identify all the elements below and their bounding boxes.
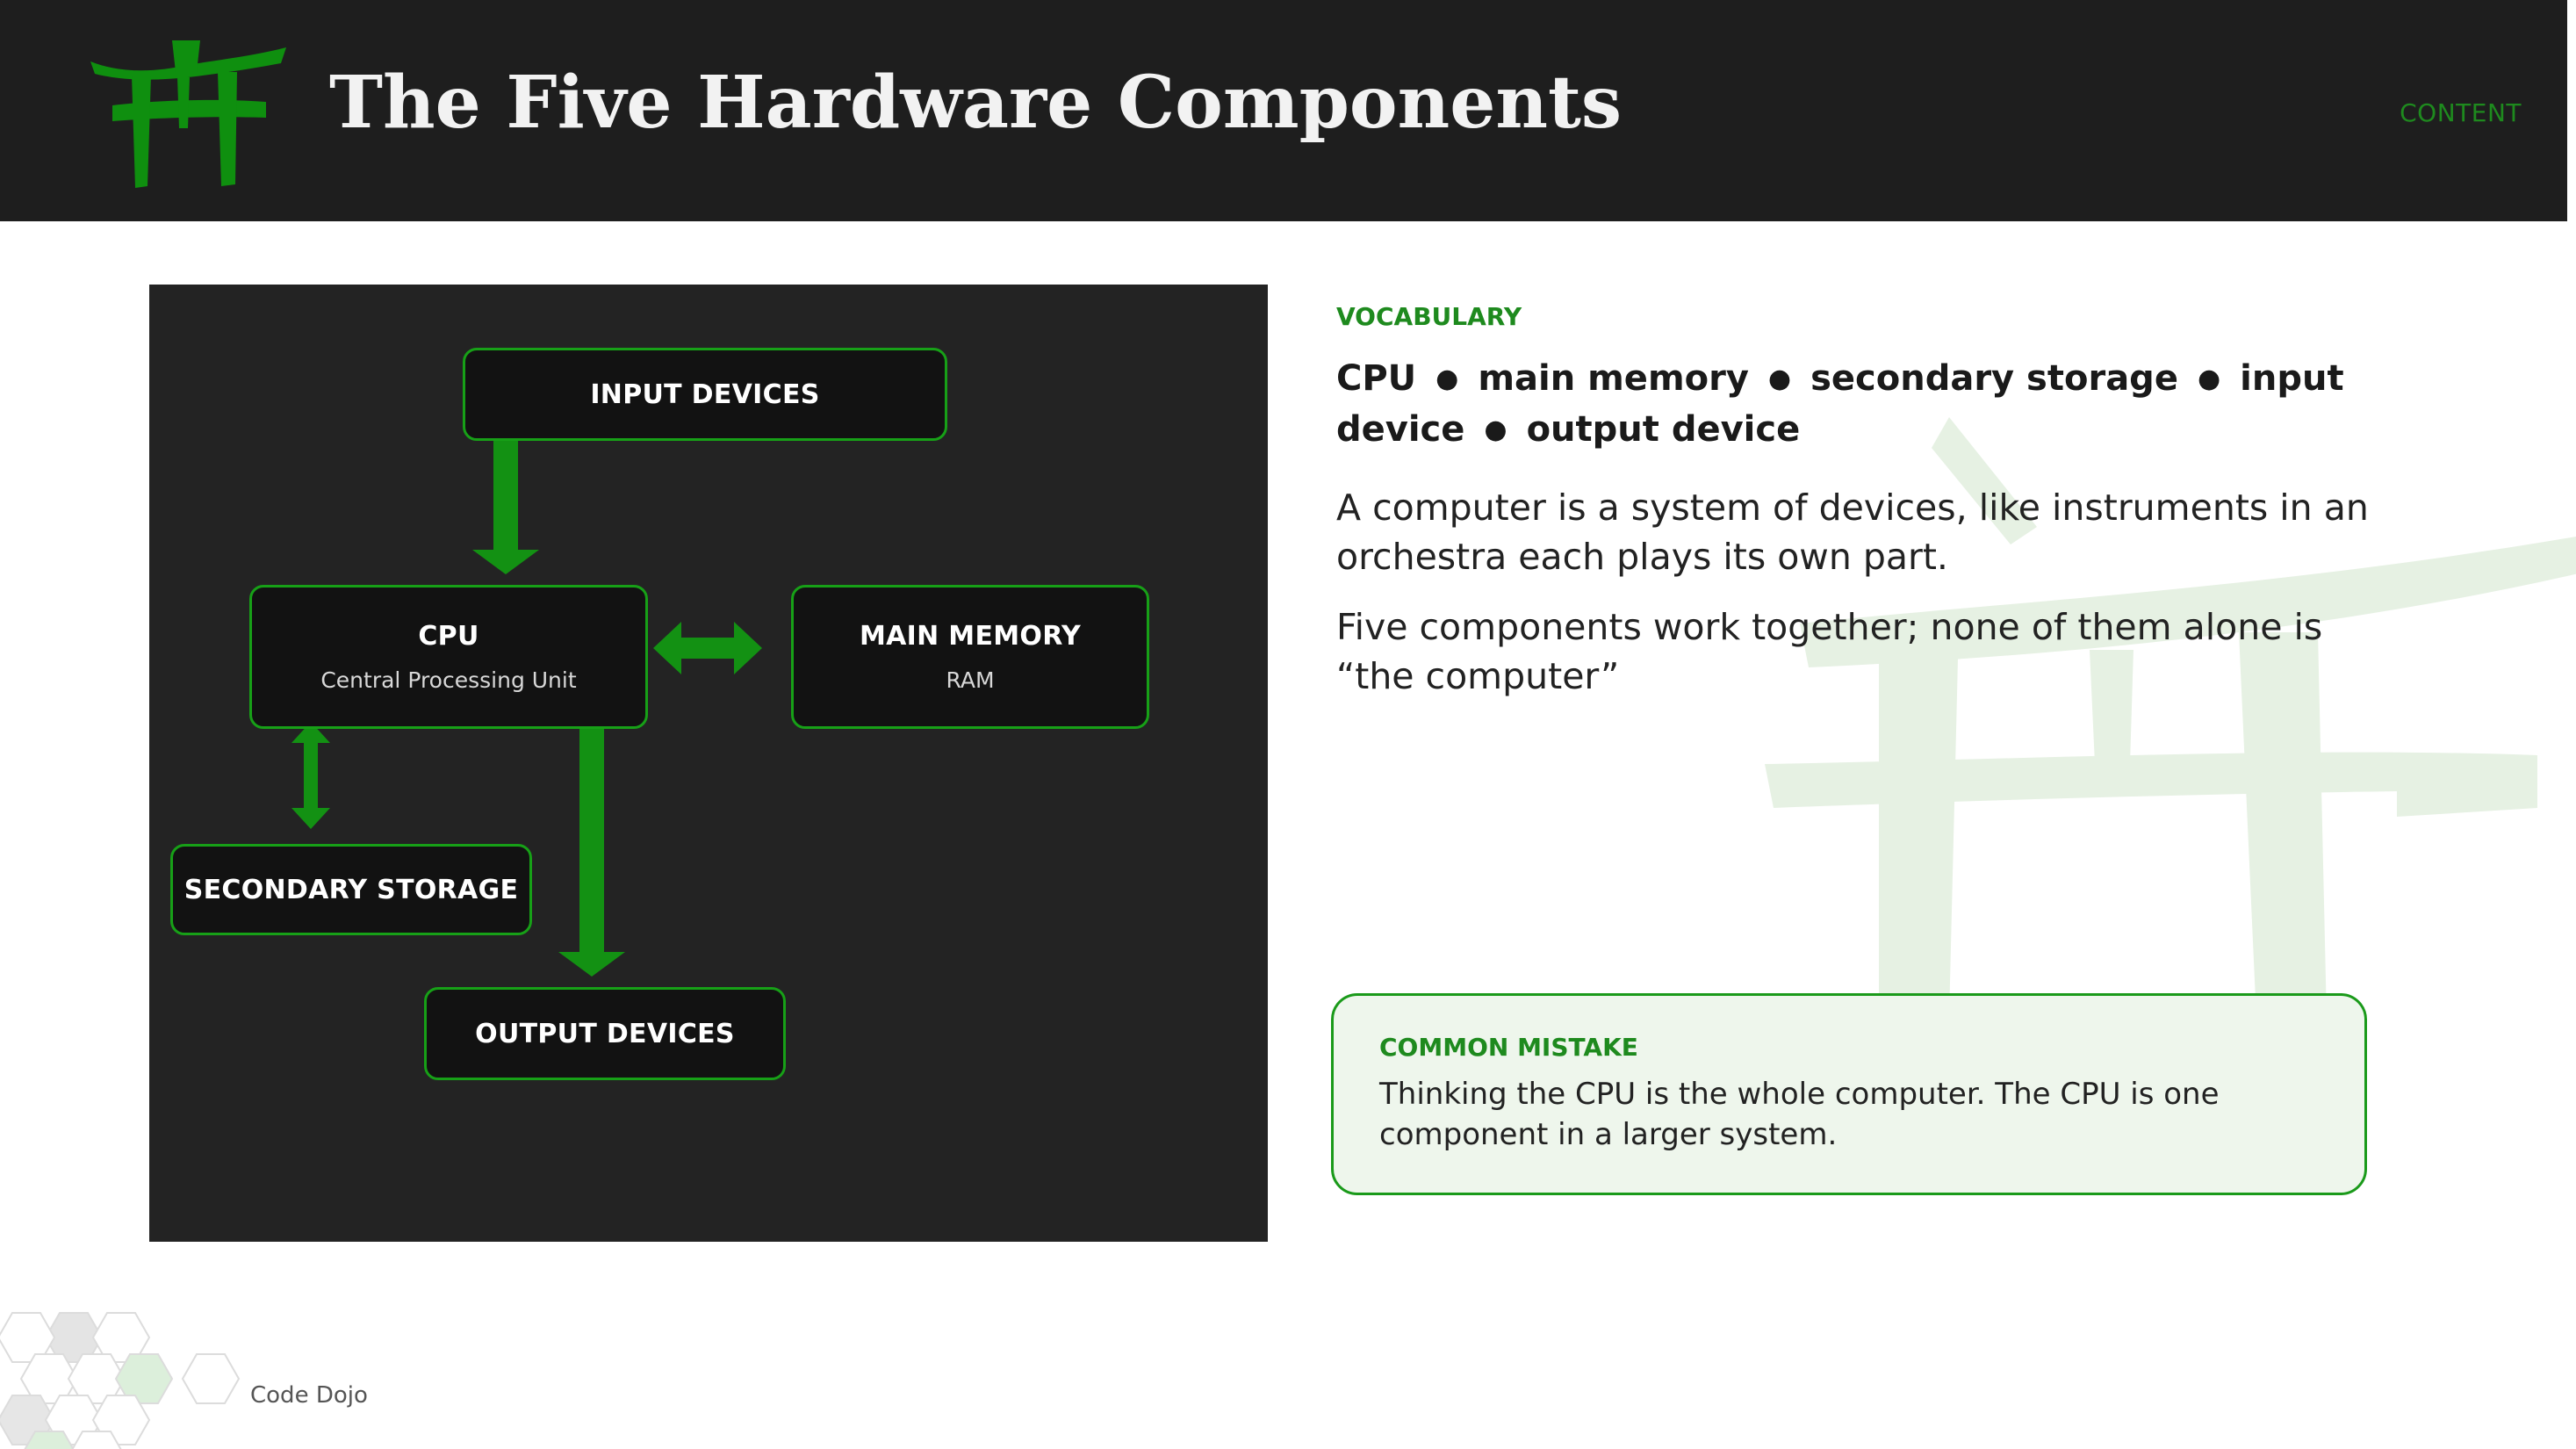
torii-gate-watermark-icon	[1765, 417, 2576, 1019]
node-sublabel: Central Processing Unit	[320, 667, 577, 693]
hardware-diagram: INPUT DEVICES CPU Central Processing Uni…	[149, 285, 1268, 1242]
node-label: CPU	[418, 621, 479, 652]
node-cpu: CPU Central Processing Unit	[249, 585, 648, 729]
node-output-devices: OUTPUT DEVICES	[424, 987, 786, 1080]
section-tag: CONTENT	[2400, 98, 2522, 127]
vocab-term: output device	[1526, 409, 1801, 450]
vocab-term: secondary storage	[1810, 358, 2178, 399]
vocab-term: input device	[1336, 358, 2344, 450]
vocab-term: CPU	[1336, 358, 1417, 399]
node-input-devices: INPUT DEVICES	[463, 348, 947, 441]
bullet-separator: ●	[1436, 364, 1459, 394]
body-paragraph-components: Five components work together; none of t…	[1336, 606, 2323, 697]
bullet-separator: ●	[2197, 364, 2221, 394]
node-label: OUTPUT DEVICES	[475, 1018, 735, 1049]
torii-gate-logo-icon	[90, 40, 286, 188]
node-secondary-storage: SECONDARY STORAGE	[170, 844, 532, 935]
hexagon-decoration-icon	[0, 1312, 241, 1449]
vocab-term: main memory	[1478, 358, 1749, 399]
node-main-memory: MAIN MEMORY RAM	[791, 585, 1149, 729]
arrow-cpu-to-output	[558, 729, 625, 977]
page-title: The Five Hardware Components	[329, 61, 1623, 145]
arrow-input-to-cpu	[472, 441, 539, 574]
node-label: MAIN MEMORY	[860, 621, 1081, 652]
node-sublabel: RAM	[946, 667, 995, 693]
node-label: SECONDARY STORAGE	[183, 874, 519, 905]
bullet-separator: ●	[1767, 364, 1792, 394]
vocabulary-heading: VOCABULARY	[1336, 302, 1522, 331]
header-bar: The Five Hardware Components CONTENT	[0, 0, 2567, 221]
arrow-cpu-memory	[653, 622, 762, 674]
diagram-arrows	[291, 441, 762, 977]
bullet-separator: ●	[1484, 415, 1507, 445]
callout-heading: COMMON MISTAKE	[1379, 1033, 1638, 1062]
common-mistake-callout: COMMON MISTAKE Thinking the CPU is the w…	[1331, 993, 2367, 1195]
node-label: INPUT DEVICES	[590, 378, 820, 410]
callout-text: Thinking the CPU is the whole computer. …	[1379, 1077, 2220, 1152]
footer-brand: Code Dojo	[250, 1382, 368, 1409]
arrow-cpu-storage	[291, 722, 330, 829]
body-paragraph-orchestra: A computer is a system of devices, like …	[1336, 487, 2369, 578]
vocabulary-terms: CPU ● main memory ● secondary storage ●input …	[1336, 355, 2346, 457]
